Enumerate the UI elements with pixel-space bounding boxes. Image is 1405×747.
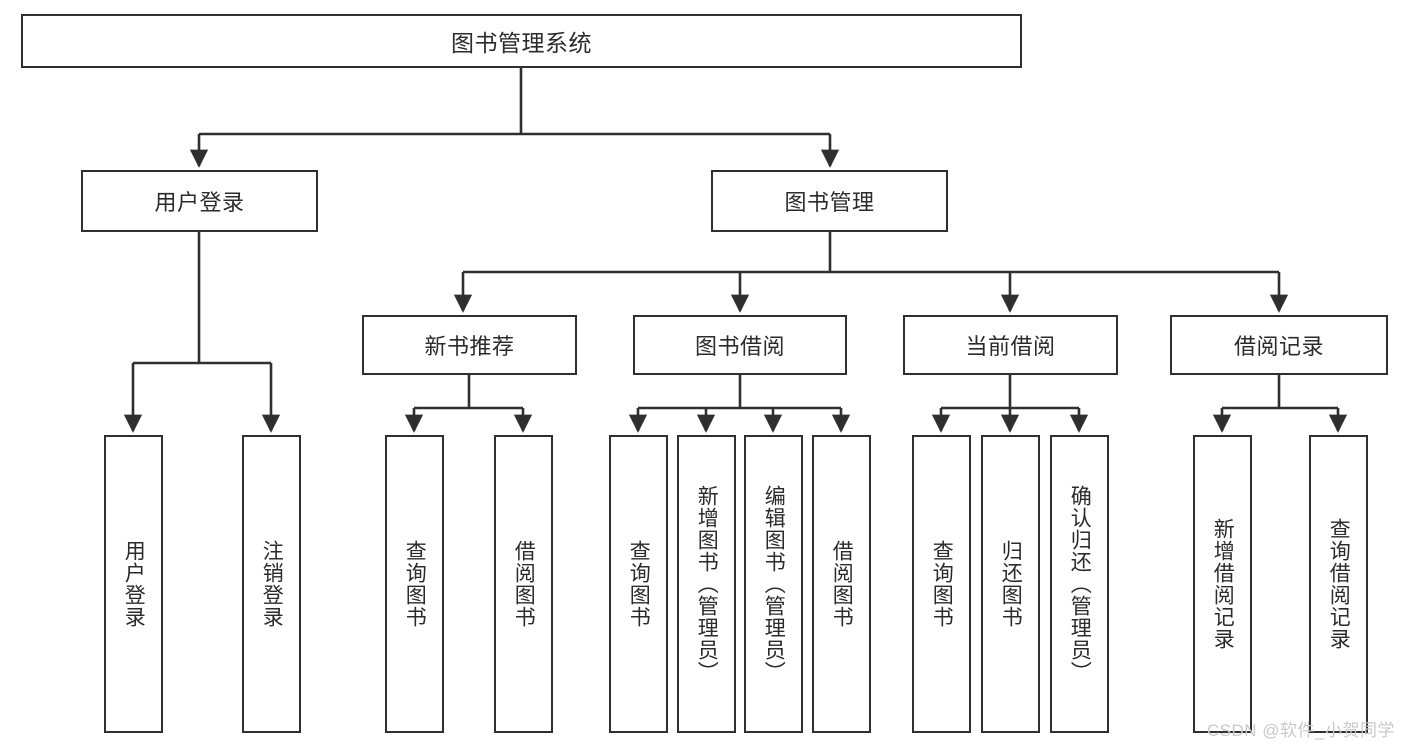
leaf-label: 新增借阅记录 bbox=[1211, 518, 1235, 650]
leaf-bookborrow-add-book-admin[interactable]: 新增图书（管理员） bbox=[677, 435, 736, 733]
leaf-label: 查询图书 bbox=[627, 540, 651, 628]
leaf-currentborrow-query-book[interactable]: 查询图书 bbox=[912, 435, 971, 733]
node-book-borrow[interactable]: 图书借阅 bbox=[633, 315, 847, 375]
node-root-book-management-system[interactable]: 图书管理系统 bbox=[21, 14, 1022, 68]
csdn-watermark: CSDN @软件_小贺同学 bbox=[1206, 721, 1395, 740]
leaf-label: 借阅图书 bbox=[512, 540, 536, 628]
leaf-bookborrow-query-book[interactable]: 查询图书 bbox=[609, 435, 668, 733]
leaf-user-login[interactable]: 用户登录 bbox=[104, 435, 163, 733]
leaf-bookborrow-edit-book-admin[interactable]: 编辑图书（管理员） bbox=[744, 435, 803, 733]
leaf-label: 归还图书 bbox=[999, 540, 1023, 628]
leaf-label: 注销登录 bbox=[260, 540, 284, 628]
leaf-currentborrow-return-book[interactable]: 归还图书 bbox=[981, 435, 1040, 733]
leaf-borrowrecord-add-record[interactable]: 新增借阅记录 bbox=[1193, 435, 1252, 733]
leaf-currentborrow-confirm-return-admin[interactable]: 确认归还（管理员） bbox=[1050, 435, 1109, 733]
leaf-borrowrecord-query-record[interactable]: 查询借阅记录 bbox=[1309, 435, 1368, 733]
node-borrow-record[interactable]: 借阅记录 bbox=[1170, 315, 1388, 375]
node-user-login[interactable]: 用户登录 bbox=[81, 170, 318, 232]
leaf-label: 新增图书（管理员） bbox=[695, 485, 719, 683]
node-new-book-recommend[interactable]: 新书推荐 bbox=[362, 315, 577, 375]
leaf-label: 查询图书 bbox=[930, 540, 954, 628]
leaf-label: 用户登录 bbox=[122, 540, 146, 628]
leaf-label: 编辑图书（管理员） bbox=[762, 485, 786, 683]
leaf-newbook-query-book[interactable]: 查询图书 bbox=[385, 435, 444, 733]
leaf-label: 确认归还（管理员） bbox=[1068, 485, 1092, 683]
leaf-bookborrow-borrow-book[interactable]: 借阅图书 bbox=[812, 435, 871, 733]
leaf-label: 借阅图书 bbox=[830, 540, 854, 628]
leaf-label: 查询借阅记录 bbox=[1327, 518, 1351, 650]
node-book-management[interactable]: 图书管理 bbox=[711, 170, 948, 232]
leaf-newbook-borrow-book[interactable]: 借阅图书 bbox=[494, 435, 553, 733]
node-current-borrow[interactable]: 当前借阅 bbox=[903, 315, 1118, 375]
leaf-label: 查询图书 bbox=[403, 540, 427, 628]
leaf-logout[interactable]: 注销登录 bbox=[242, 435, 301, 733]
